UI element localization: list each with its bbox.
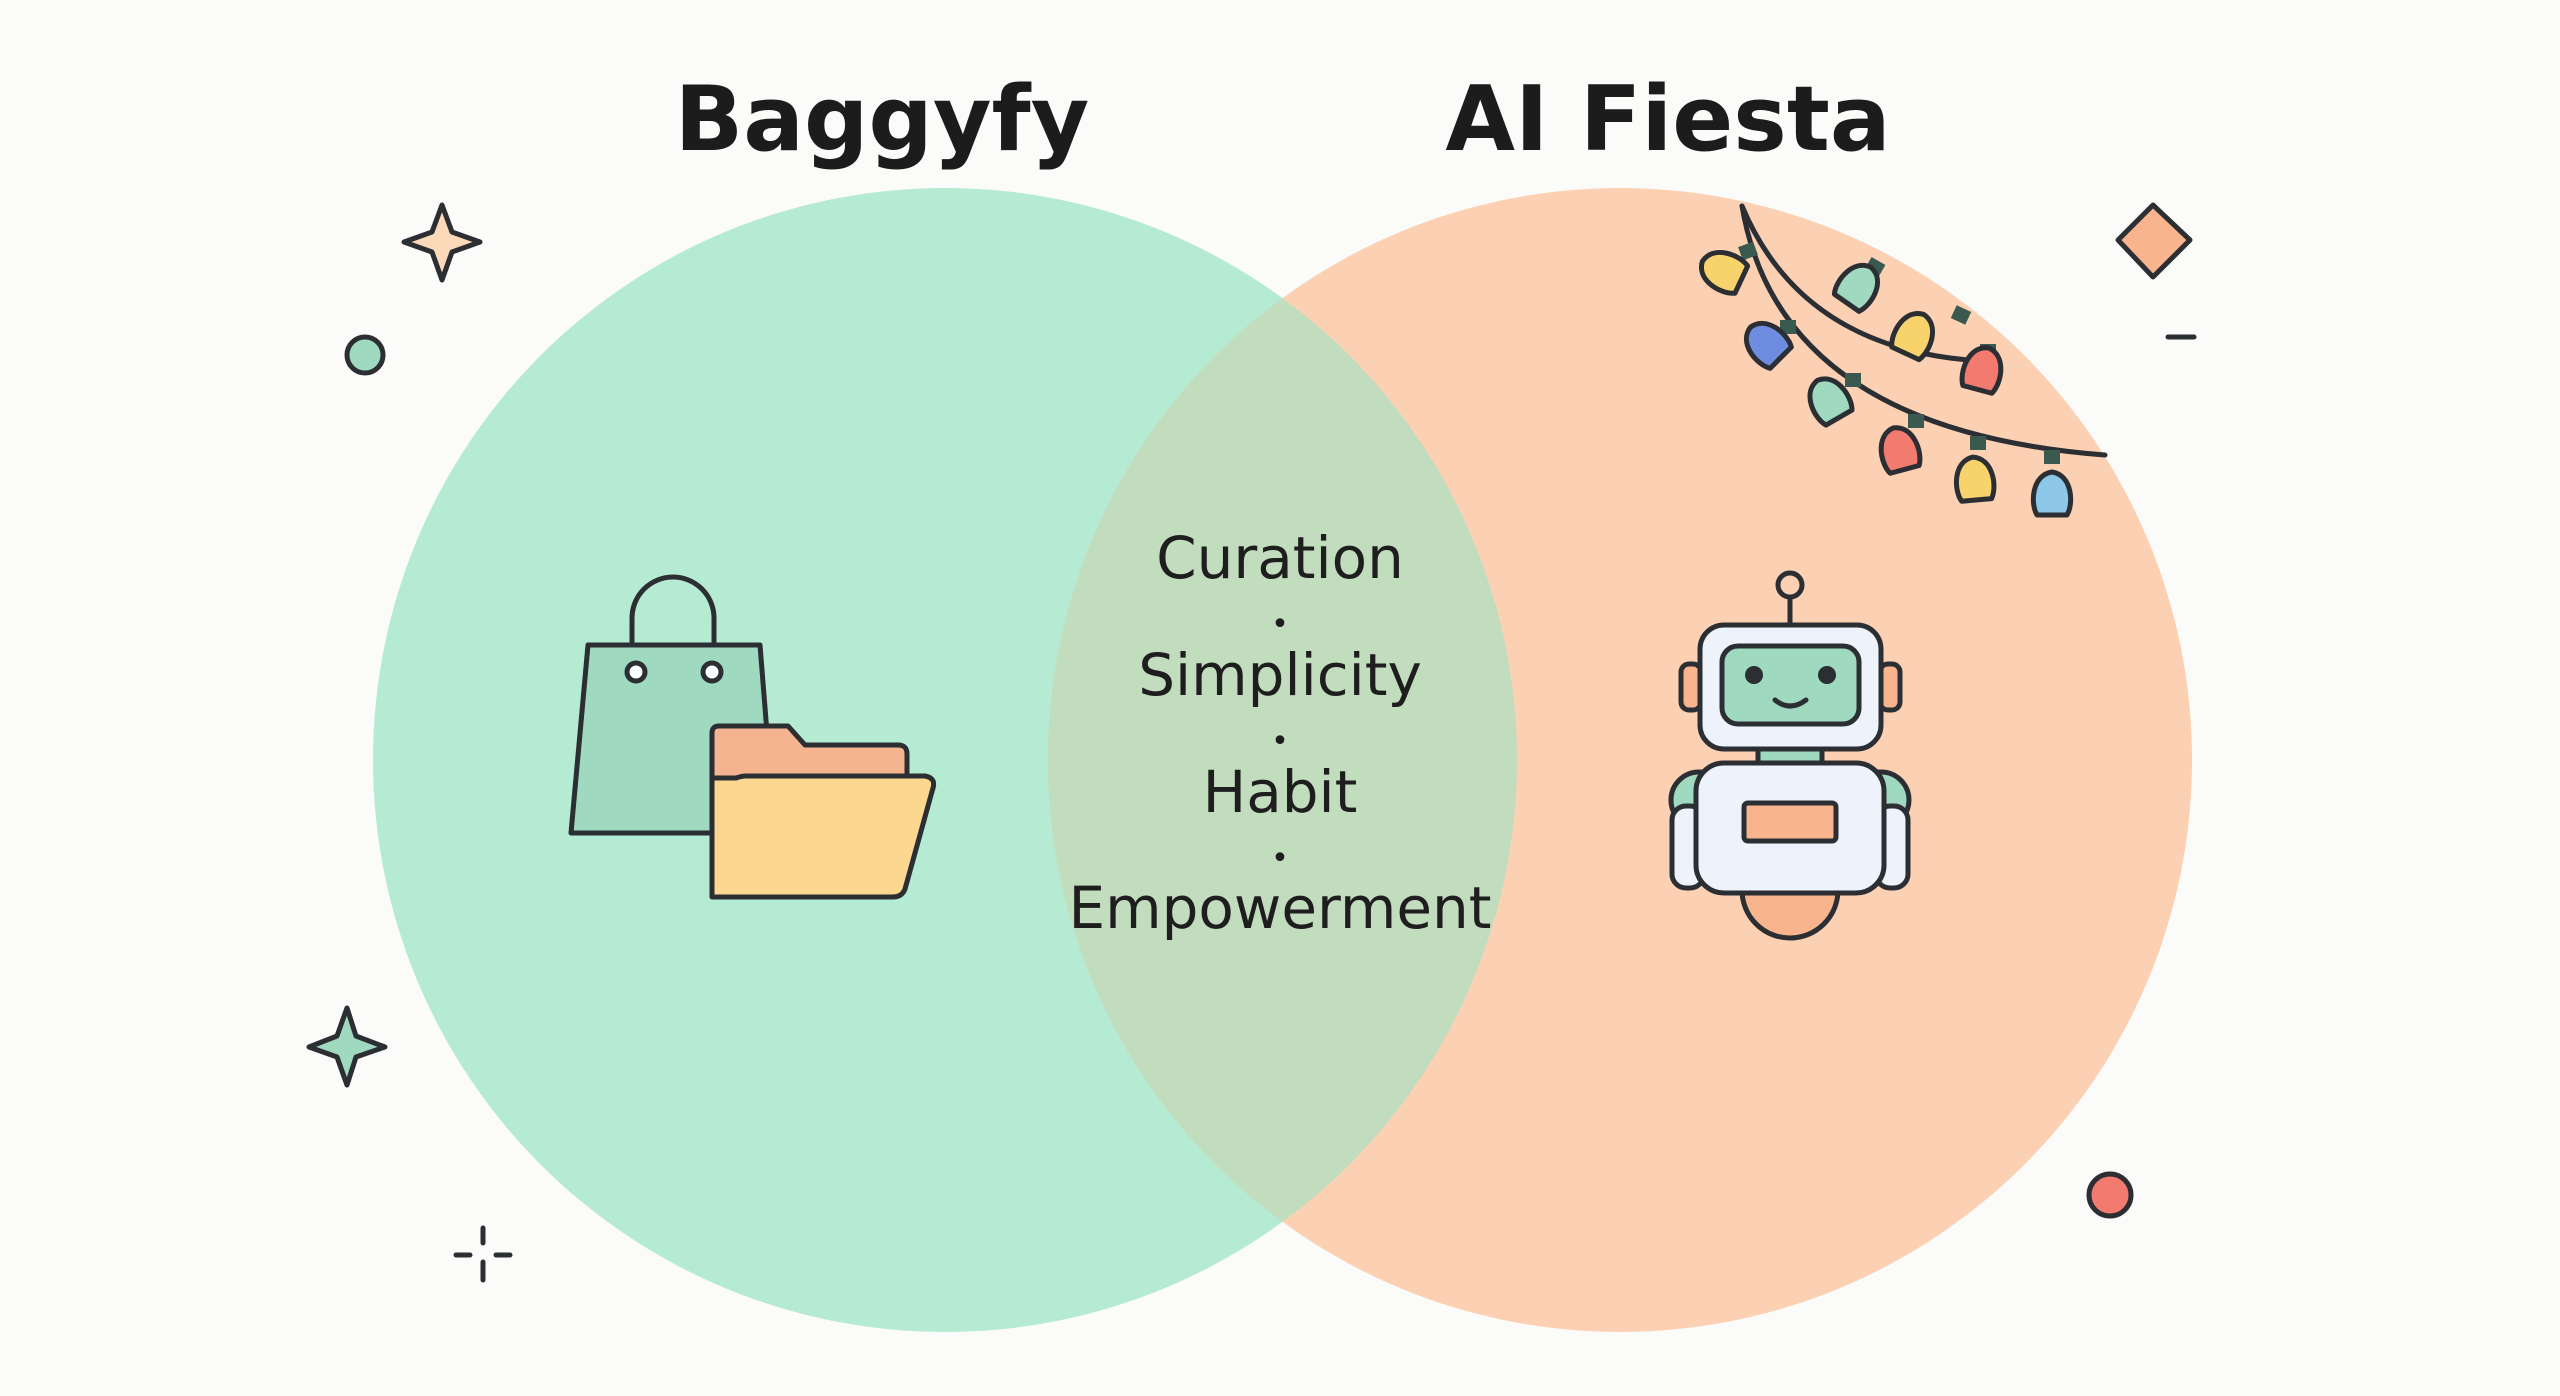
circle-dot-icon <box>344 334 386 376</box>
intersection-separator-3: • <box>1271 841 1289 876</box>
light-bulb <box>1878 414 1924 476</box>
intersection-separator-2: • <box>1271 724 1289 759</box>
light-bulb <box>1953 436 1997 504</box>
diamond-sparkle-icon <box>2115 202 2193 280</box>
left-set-title: Baggyfy <box>675 67 1090 172</box>
robot-icon <box>1668 570 1912 941</box>
intersection-term-1: Curation <box>1156 524 1404 592</box>
light-bulb <box>1831 256 1886 314</box>
right-set-title: AI Fiesta <box>1445 67 1890 172</box>
light-bulb <box>1807 373 1861 428</box>
intersection-term-4: Empowerment <box>1068 874 1491 942</box>
light-bulb <box>1743 320 1796 371</box>
crosshair-sparkle-icon <box>453 1225 513 1283</box>
circle-dot-icon <box>2086 1171 2134 1219</box>
folder-icon <box>709 723 937 900</box>
string-lights-icon <box>1699 203 2108 518</box>
intersection-term-3: Habit <box>1203 758 1358 826</box>
intersection-separator-1: • <box>1271 607 1289 642</box>
intersection-term-2: Simplicity <box>1138 641 1422 709</box>
sparkle-icon <box>401 202 483 283</box>
sparkle-icon <box>306 1005 388 1088</box>
intersection-region <box>1048 188 1517 1332</box>
shopping-bag-with-folder-icon <box>568 574 937 900</box>
light-bulb <box>1889 305 1972 363</box>
light-bulb <box>1959 344 2004 396</box>
light-bulb <box>2030 450 2074 518</box>
light-bulb <box>1699 241 1758 296</box>
